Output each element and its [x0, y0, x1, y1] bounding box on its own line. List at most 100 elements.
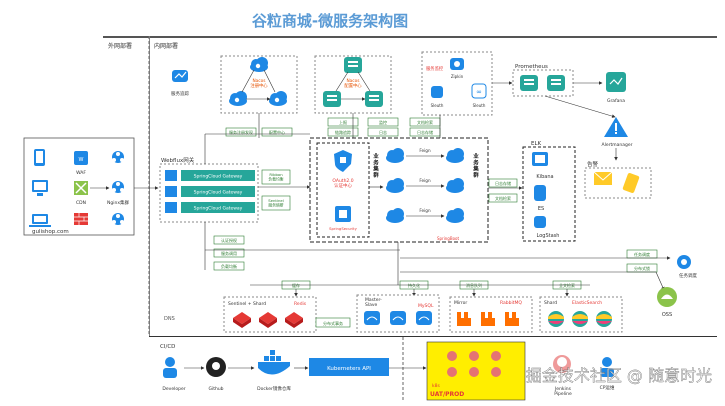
flow-tag: [225, 127, 257, 137]
alert-label: 告警: [587, 160, 599, 168]
doc-search-label: 文档检索: [495, 195, 511, 201]
gateway-label: SpringCloud Gateway: [194, 190, 243, 196]
task-label: 任务调度: [679, 272, 697, 279]
webflux-label: Webflux网关: [161, 156, 195, 164]
github-icon: [206, 357, 226, 377]
k8s-pods-icon: [447, 351, 501, 377]
nginx-top-icon: [112, 151, 124, 163]
mobile-icon: [34, 149, 45, 166]
service-cloud-icon: [446, 178, 464, 193]
email-icon: [593, 171, 613, 185]
k8s-api-label: Kuberneters API: [327, 366, 371, 372]
elk-title: ELK: [531, 141, 542, 147]
github-label: Github: [208, 386, 223, 392]
kibana-icon: [532, 152, 548, 166]
biz-cluster-left-label: 业务集群: [372, 152, 379, 179]
sleuth-cloud-icon: ∞: [471, 83, 487, 99]
elasticsearch-icon: [596, 311, 612, 327]
gateway-icon: [165, 186, 177, 197]
kibana-label: Kibana: [536, 174, 553, 180]
gateway-label: SpringCloud Gateway: [194, 206, 243, 212]
task-tag-1-label: 任务调度: [634, 251, 650, 257]
rabbitmq-label: RabbitMQ: [500, 300, 522, 306]
service-cloud-icon: [386, 148, 404, 163]
flow-tag-label: 监控: [379, 119, 387, 125]
left-flow-tag-label: 认证授权: [221, 237, 237, 243]
cdn-icon: [74, 181, 88, 195]
doc-search-tag: [488, 193, 518, 203]
waf-icon: W: [74, 151, 88, 165]
redis-icon: [233, 312, 251, 328]
es-icon: [534, 185, 546, 201]
env-label: UAT/PROD: [430, 391, 464, 398]
redis-icon: [285, 312, 303, 328]
springsecurity-label: SpringSecurity: [329, 226, 358, 231]
cicd-label: CI/CD: [160, 344, 175, 350]
left-flow-tag: [213, 261, 245, 271]
grafana-icon: [606, 72, 626, 92]
zipkin-label: Zipkin: [451, 74, 464, 79]
service-cloud-icon: [446, 208, 464, 223]
zone-external-label: 外网部署: [108, 42, 132, 50]
log-store-tag: [488, 178, 518, 188]
mysql-icon: [390, 311, 406, 325]
nginx-icon: [112, 181, 124, 193]
alert-icon: [604, 117, 628, 137]
task-tag-2-label: 分布式锁: [634, 265, 650, 271]
firewall-icon: [74, 213, 88, 225]
elk-box: [522, 146, 576, 242]
docker-icon: [258, 350, 290, 375]
redis-label: Redis: [294, 301, 307, 307]
env-top-label: k8s: [432, 383, 440, 389]
desktop-icon: [32, 180, 48, 196]
springsecurity-icon: [335, 206, 351, 222]
oss-icon: [657, 287, 677, 307]
left-flow-tag-label: 服务调用: [221, 250, 237, 256]
gateway-icon: [165, 202, 177, 213]
feign-label: Feign: [419, 148, 431, 153]
feign-label: Feign: [419, 208, 431, 213]
log-store-label: 日志存储: [495, 180, 511, 186]
ribbon-tag: [261, 169, 291, 185]
sentinel-shard-label: Sentinel + Shard: [228, 301, 266, 307]
service-tracking-icon: [172, 70, 188, 82]
alertmanager-label: Alertmanager: [602, 142, 633, 148]
waf-label: WAF: [76, 170, 86, 176]
shield-icon: [334, 150, 352, 172]
monitor-label: 服务监控: [426, 65, 444, 72]
sleuth-icon: [431, 86, 443, 98]
es-label: ES: [538, 206, 544, 212]
gateway-icon: [165, 170, 177, 181]
flow-tag-label: 链路追踪: [335, 129, 351, 135]
cp-ops-label: CP运维: [600, 384, 615, 391]
prometheus-label: Prometheus: [515, 64, 548, 70]
distributed-tx-tag: [315, 317, 351, 328]
top-divider: [103, 36, 717, 38]
gateway-label: SpringCloud Gateway: [194, 174, 243, 180]
sleuth-label: Sleuth: [473, 103, 486, 108]
cp-ops-icon: [600, 357, 614, 377]
flow-tag-label: 日志存储: [417, 129, 433, 135]
service-tracking-label: 服务追踪: [171, 90, 189, 97]
redis-icon: [259, 312, 277, 328]
logstash-icon: [534, 216, 546, 228]
master-slave-label: Master-Slave: [365, 297, 382, 308]
elasticsearch-label: ElasticSearch: [572, 300, 602, 306]
mysql-icon: [364, 311, 380, 325]
logstash-label: LogStash: [537, 233, 560, 239]
gateway-bar: [181, 186, 255, 197]
zipkin-icon: [450, 58, 464, 70]
mysql-label: MySQL: [418, 303, 434, 309]
shard-label: Shard: [544, 300, 557, 306]
nginx-bottom-icon: [112, 213, 124, 225]
flow-tag-label: 上报: [339, 119, 347, 125]
laptop-icon: [29, 214, 51, 227]
k8s-api-box: [309, 358, 389, 376]
flow-tag: [367, 117, 399, 127]
service-cloud-icon: [446, 148, 464, 163]
service-cloud-icon: [386, 178, 404, 193]
distributed-tx-label: 分布式事务: [323, 320, 343, 326]
zone-dns-label: DNS: [164, 316, 175, 322]
springboot-label: SpringBoot: [437, 236, 460, 241]
